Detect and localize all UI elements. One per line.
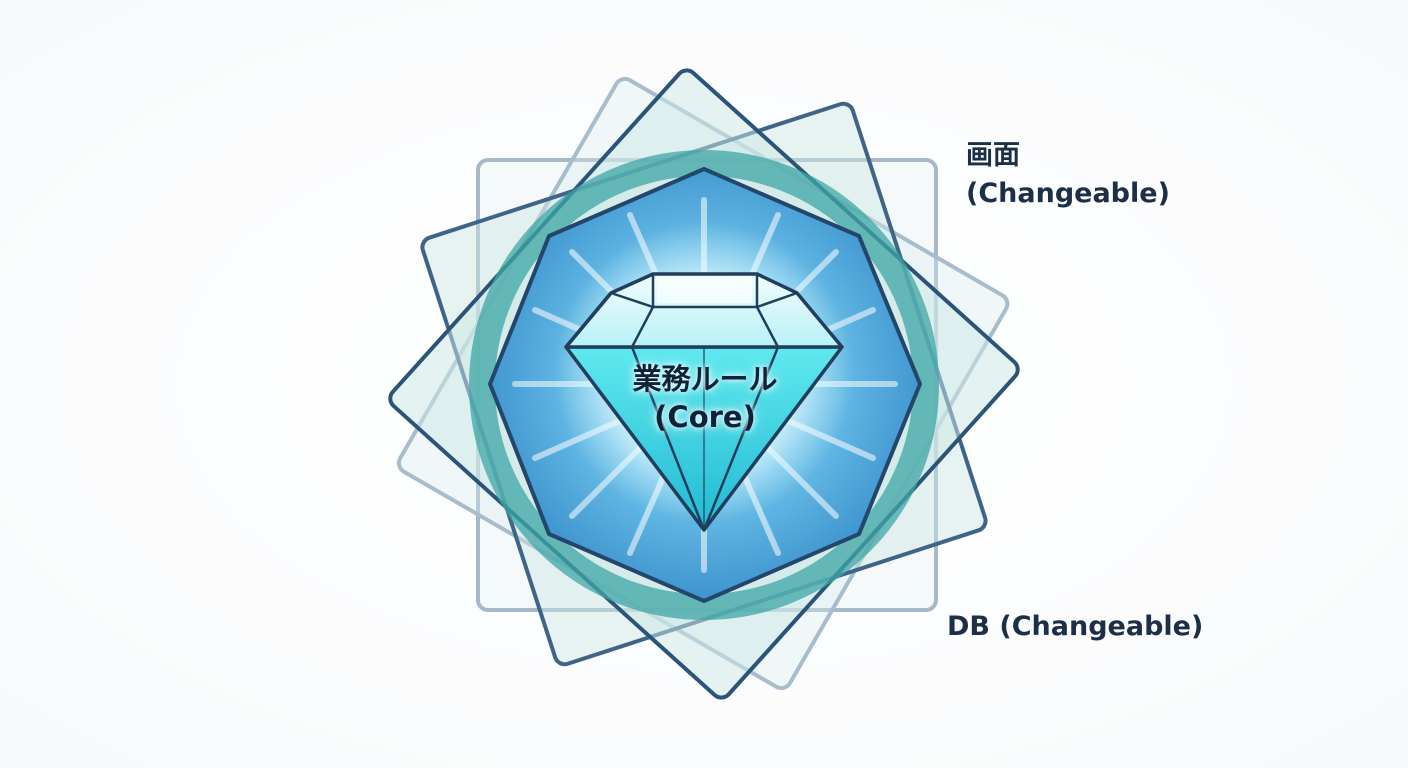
core-label: 業務ルール (Core) xyxy=(560,360,850,436)
screen-layer-label: 画面 (Changeable) xyxy=(966,137,1170,213)
screen-layer-subtitle: (Changeable) xyxy=(966,178,1170,209)
diamond-icon xyxy=(564,272,844,532)
core-ring xyxy=(469,150,939,620)
core-subtitle: (Core) xyxy=(654,400,756,434)
screen-layer-title: 画面 xyxy=(966,140,1020,171)
db-layer-label: DB (Changeable) xyxy=(947,611,1204,642)
core-title: 業務ルール xyxy=(632,362,778,396)
